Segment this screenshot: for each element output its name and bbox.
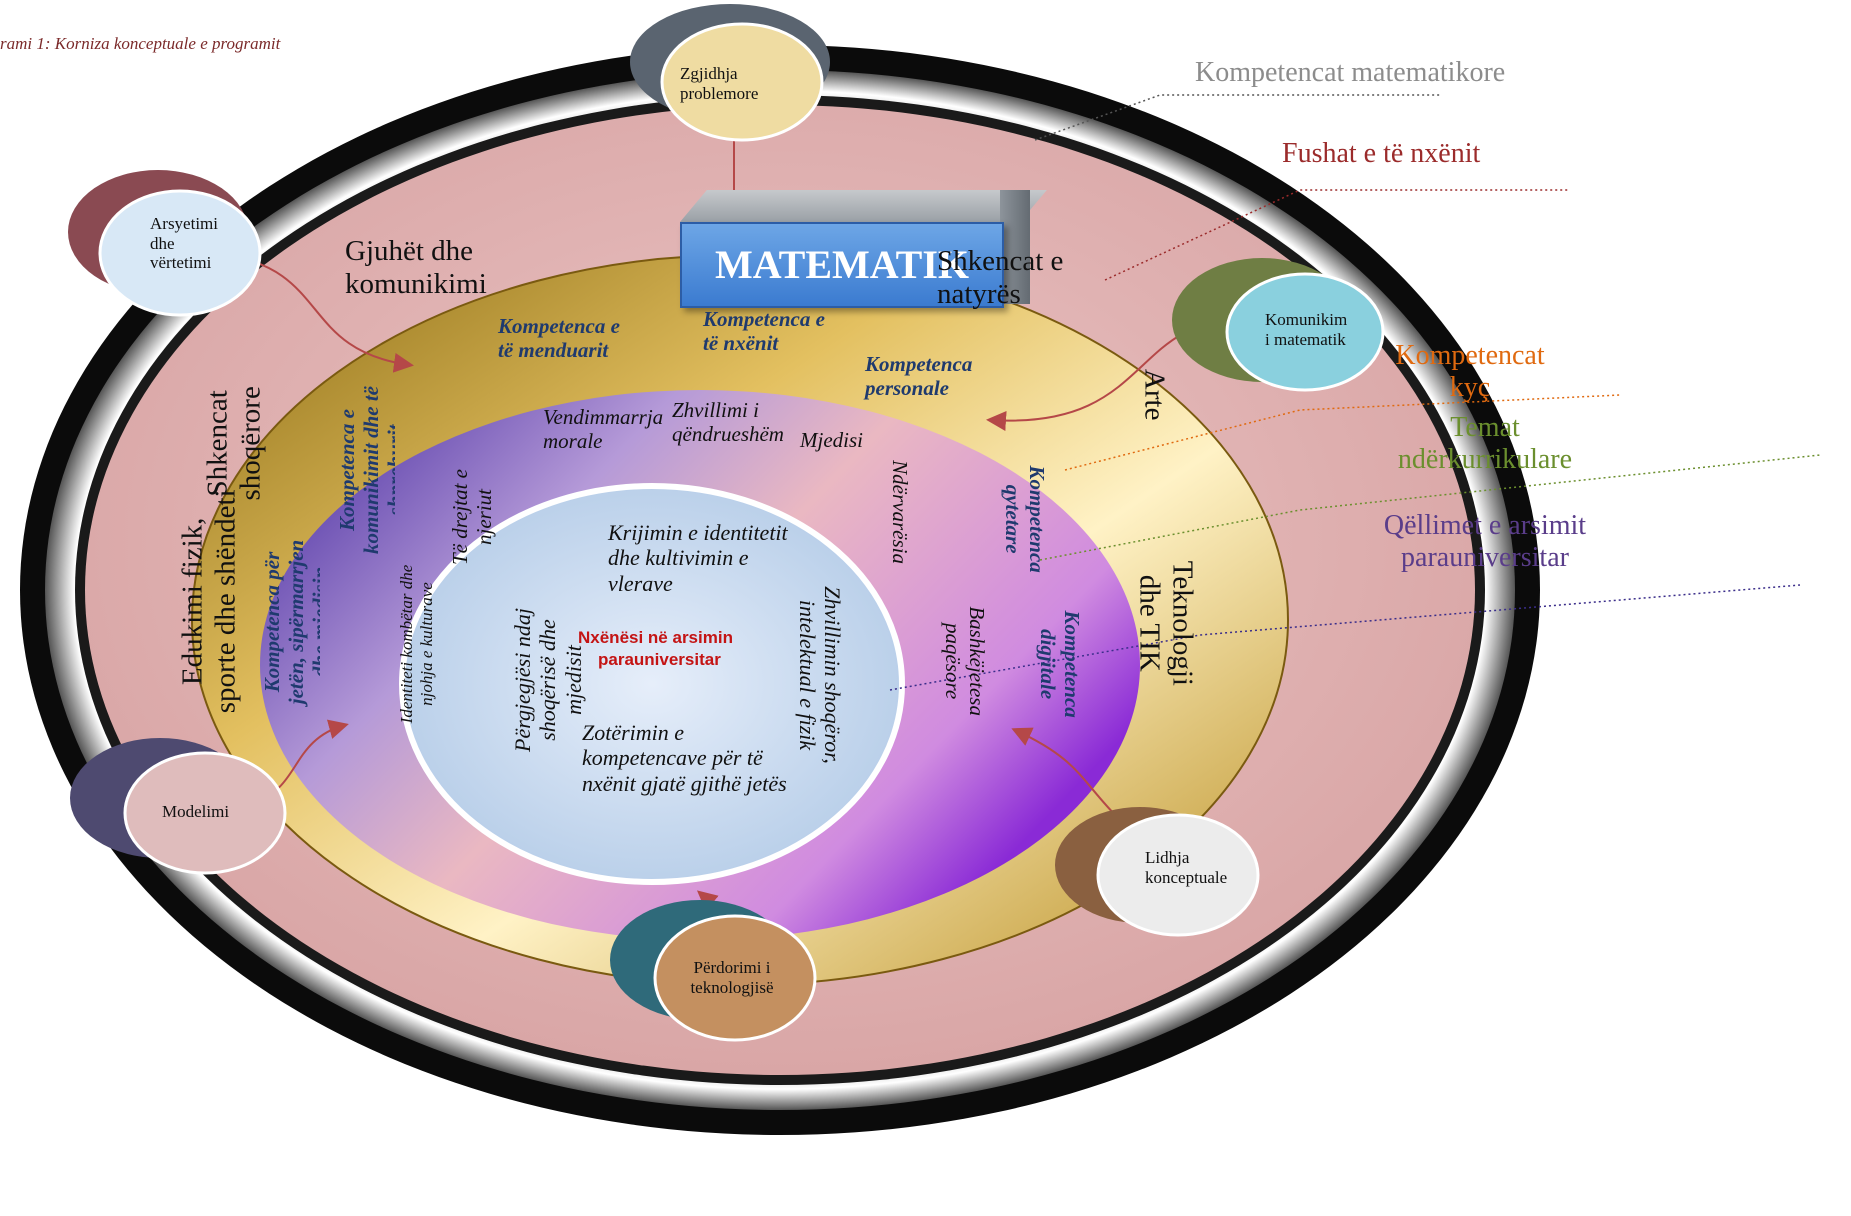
label-conceptual-link: Lidhja konceptuale (1145, 848, 1228, 887)
center-ellipse (399, 483, 905, 885)
legend-learning-areas: Fushat e të nxënit (1282, 138, 1481, 169)
legend-leaders (889, 94, 1821, 691)
legend-cross-themes: Temat ndërkurrikulare (1397, 412, 1573, 476)
goal-identity: Krijimin e identitetit dhe kultivimin e … (608, 520, 788, 596)
figure-caption: rami 1: Korniza konceptuale e programit (0, 34, 281, 53)
cylinder-conceptual-link (1055, 807, 1260, 937)
theme-environment: Mjedisi (800, 428, 863, 452)
goal-lifelong: Zotërimin e kompetencave për të nxënit g… (582, 720, 787, 796)
theme-coexistence: Bashkëjetesa paqësore (941, 606, 990, 716)
theme-moral: Vendimmarrja morale (543, 405, 664, 454)
arrow-connection (1011, 727, 1121, 821)
leader-goals (889, 584, 1801, 691)
theme-sustainable: Zhvillimi i qëndrueshëm (672, 398, 784, 447)
leader-learning-areas (1104, 189, 1570, 281)
legend-goals: Qëllimet e arsimit parauniversitar (1383, 510, 1587, 574)
legend-math-competencies: Kompetencat matematikore (1195, 57, 1506, 88)
center-line-1: Nxënësi në arsimin (578, 628, 733, 647)
area-physical-education: Edukimi fizik, sporte dhe shëndeti (176, 489, 242, 714)
kc-communication: Kompetenca e komunikimit dhe të shprehur… (335, 385, 395, 555)
kc-life: Kompetenca për jetën, sipërmarrjen dhe m… (260, 539, 320, 705)
theme-human-rights: Të drejtat e njeriut (448, 468, 497, 566)
cylinder-reasoning (68, 170, 262, 317)
kc-digital: Kompetenca digjitale (1036, 610, 1085, 718)
area-languages: Gjuhët dhe komunikimi (345, 235, 487, 301)
kc-personal: Kompetenca personale (865, 352, 973, 401)
banner-top-face (680, 190, 1047, 222)
theme-identity: Identiteti kombëtar dhe njohja e kultura… (397, 564, 436, 724)
kc-thinking: Kompetenca e të menduarit (498, 314, 620, 363)
area-arts: Arte (1138, 368, 1171, 421)
center-line-2: parauniversitar (598, 650, 721, 669)
label-technology: Përdorimi i teknologjisë (690, 958, 774, 997)
label-reasoning: Arsyetimi dhe vërtetimi (150, 214, 218, 273)
area-natural-sciences: Shkencat e natyrës (937, 245, 1064, 311)
banner-side-face (1000, 190, 1030, 304)
area-technology: Teknologji dhe TIK (1133, 560, 1199, 686)
kc-civic: Kompetenca qytetare (1001, 465, 1050, 573)
cylinder-communication (1172, 258, 1385, 392)
kc-learning: Kompetenca e të nxënit (703, 307, 825, 356)
leader-key-competencies (1064, 394, 1621, 471)
goal-responsibility: Përgjegjësi ndaj shoqërisë dhe mjedisit (510, 608, 586, 752)
area-social-sciences: Shkencat shoqërore (201, 386, 267, 501)
cylinder-modelling (70, 738, 287, 875)
legend-key-competencies: Kompetencat kyç (1395, 340, 1545, 404)
label-modelling: Modelimi (162, 802, 230, 821)
theme-interdependence: Ndërvarësia (887, 460, 912, 564)
label-problem-solving: Zgjidhja problemore (680, 64, 759, 103)
cylinder-problem-solving (630, 4, 830, 142)
subject-banner: MATEMATIK (680, 222, 1004, 308)
cylinder-technology (610, 900, 817, 1042)
label-communication: Komunikim i matematik (1265, 310, 1348, 349)
